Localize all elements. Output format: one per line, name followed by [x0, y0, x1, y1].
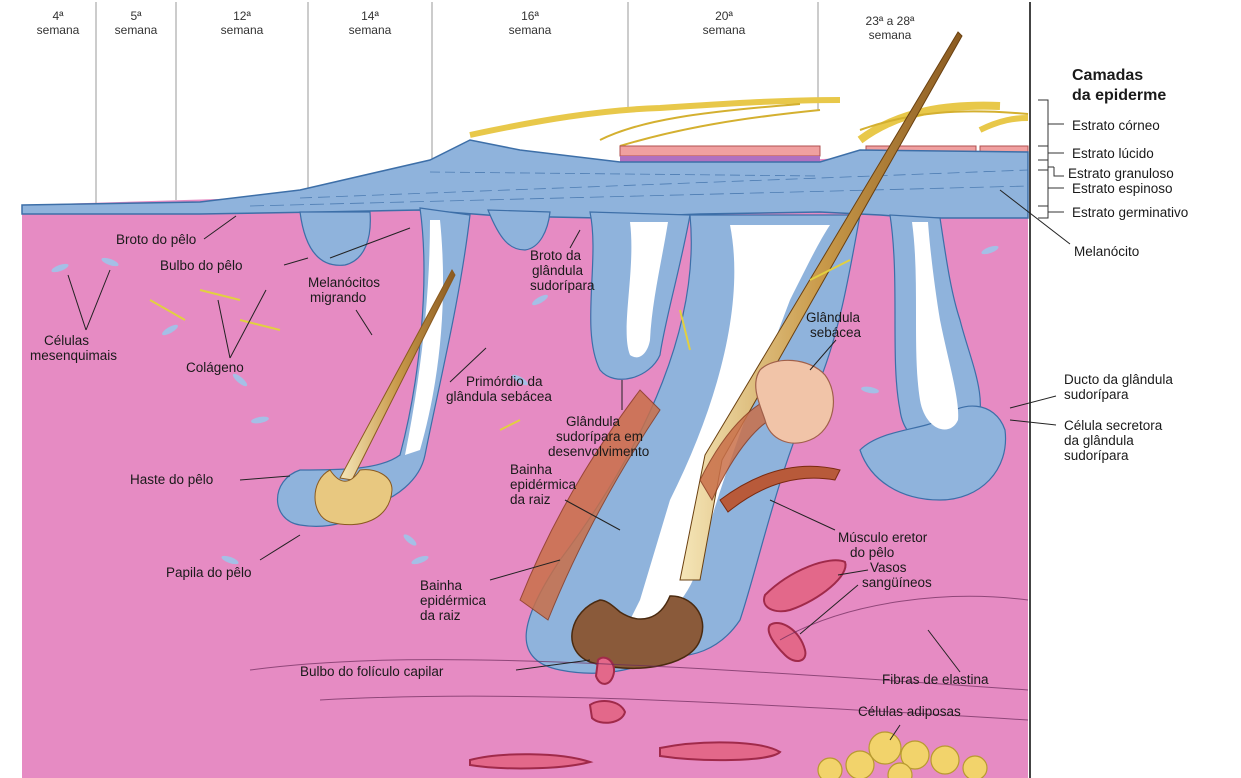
week-6-num: 20ª [715, 9, 733, 23]
label-bulbo-pelo: Bulbo do pêlo [160, 258, 243, 273]
label-bainha1-line2: epidérmica [510, 477, 577, 492]
label-glandula-sebacea-line2: sebácea [810, 325, 862, 340]
week-5-unit: semana [509, 23, 552, 37]
week-7-num: 23ª a 28ª [866, 14, 915, 28]
label-ducto-line1: Ducto da glândula [1064, 372, 1173, 387]
layer-brackets [1038, 100, 1064, 218]
week-2-num: 5ª [130, 9, 142, 23]
layers-title-line2: da epiderme [1072, 87, 1166, 104]
week-1-unit: semana [37, 23, 80, 37]
label-glandula-desenv-line1: Glândula [566, 414, 621, 429]
week-3-num: 12ª [233, 9, 251, 23]
week-1-num: 4ª [52, 9, 64, 23]
label-fibras-elastina: Fibras de elastina [882, 672, 989, 687]
label-celulas-mesenquimais-line1: Células [44, 333, 89, 348]
label-melanocitos-line2: migrando [310, 290, 366, 305]
week-4-num: 14ª [361, 9, 379, 23]
label-celula-secretora-line3: sudorípara [1064, 448, 1129, 463]
week-3-unit: semana [221, 23, 264, 37]
label-bainha2-line2: epidérmica [420, 593, 487, 608]
label-papila-pelo: Papila do pêlo [166, 565, 252, 580]
label-bainha1-line1: Bainha [510, 462, 553, 477]
label-bainha2-line1: Bainha [420, 578, 463, 593]
week-5-num: 16ª [521, 9, 539, 23]
layers-title-line1: Camadas [1072, 67, 1143, 84]
label-estrato-germinativo: Estrato germinativo [1072, 205, 1188, 220]
label-broto-glandula-line2: glândula [532, 263, 584, 278]
label-estrato-espinoso: Estrato espinoso [1072, 181, 1173, 196]
week-4-unit: semana [349, 23, 392, 37]
label-broto-glandula-line3: sudorípara [530, 278, 595, 293]
label-celula-secretora-line2: da glândula [1064, 433, 1134, 448]
label-vasos-line1: Vasos [870, 560, 907, 575]
label-glandula-desenv-line3: desenvolvimento [548, 444, 649, 459]
label-bainha2-line3: da raiz [420, 608, 461, 623]
label-haste-pelo: Haste do pêlo [130, 472, 213, 487]
label-melanocitos-line1: Melanócitos [308, 275, 380, 290]
label-primordio-line2: glândula sebácea [446, 389, 552, 404]
label-broto-glandula-line1: Broto da [530, 248, 582, 263]
label-celulas-mesenquimais-line2: mesenquimais [30, 348, 117, 363]
label-melanocito: Melanócito [1074, 244, 1139, 259]
label-bainha1-line3: da raiz [510, 492, 551, 507]
week-7-unit: semana [869, 28, 912, 42]
label-musculo-line1: Músculo eretor [838, 530, 928, 545]
label-primordio-line1: Primórdio da [466, 374, 543, 389]
label-glandula-desenv-line2: sudorípara em [556, 429, 643, 444]
label-broto-pelo: Broto do pêlo [116, 232, 196, 247]
week-2-unit: semana [115, 23, 158, 37]
label-glandula-sebacea-line1: Glândula [806, 310, 861, 325]
label-vasos-line2: sangüíneos [862, 575, 932, 590]
label-estrato-granuloso: Estrato granuloso [1068, 166, 1174, 181]
week-6-unit: semana [703, 23, 746, 37]
label-celulas-adiposas: Células adiposas [858, 704, 961, 719]
label-celula-secretora-line1: Célula secretora [1064, 418, 1163, 433]
label-estrato-corneo: Estrato córneo [1072, 118, 1160, 133]
label-estrato-lucido: Estrato lúcido [1072, 146, 1154, 161]
label-ducto-line2: sudorípara [1064, 387, 1129, 402]
label-musculo-line2: do pêlo [850, 545, 894, 560]
label-colageno: Colágeno [186, 360, 244, 375]
label-bulbo-foliculo: Bulbo do folículo capilar [300, 664, 444, 679]
